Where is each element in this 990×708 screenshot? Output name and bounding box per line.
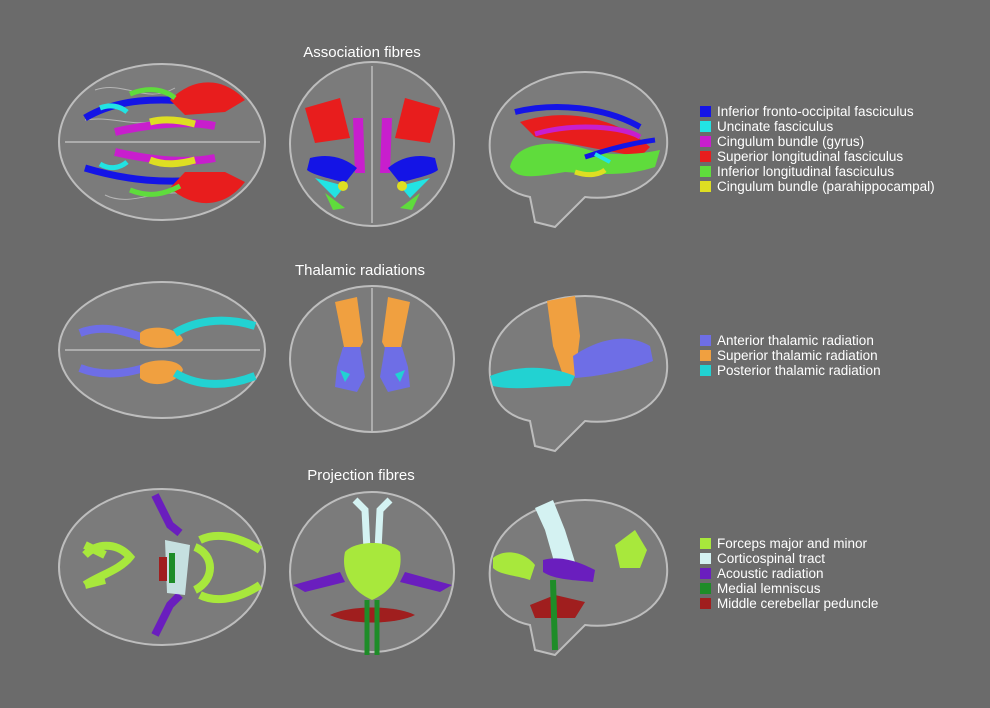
legend-label: Acoustic radiation [717, 566, 824, 581]
legend-item: Acoustic radiation [700, 566, 878, 581]
legend-swatch [700, 365, 711, 376]
legend-label: Uncinate fasciculus [717, 119, 834, 134]
legend-swatch [700, 538, 711, 549]
thalamic-axial-brain [58, 281, 266, 419]
association-sagittal-brain [488, 70, 669, 229]
legend-swatch [700, 583, 711, 594]
thalamic-sagittal-brain [488, 294, 669, 453]
section-title-thalamic: Thalamic radiations [294, 262, 426, 279]
legend-swatch [700, 166, 711, 177]
legend-swatch [700, 598, 711, 609]
section-title-association: Association fibres [303, 44, 421, 61]
legend-item: Superior longitudinal fasciculus [700, 149, 935, 164]
projection-coronal-brain [289, 491, 455, 655]
legend-swatch [700, 350, 711, 361]
legend-item: Cingulum bundle (gyrus) [700, 134, 935, 149]
legend-item: Anterior thalamic radiation [700, 333, 881, 348]
projection-axial-brain [58, 488, 266, 646]
legend-swatch [700, 151, 711, 162]
legend-swatch [700, 136, 711, 147]
legend-swatch [700, 568, 711, 579]
legend-swatch [700, 335, 711, 346]
legend-label: Inferior longitudinal fasciculus [717, 164, 895, 179]
legend-label: Middle cerebellar peduncle [717, 596, 879, 611]
thalamic-coronal-brain [289, 285, 455, 433]
legend-item: Corticospinal tract [700, 551, 878, 566]
legend-item: Forceps major and minor [700, 536, 878, 551]
legend-label: Forceps major and minor [717, 536, 868, 551]
legend-label: Posterior thalamic radiation [717, 363, 881, 378]
projection-legend: Forceps major and minor Corticospinal tr… [700, 536, 878, 611]
legend-item: Cingulum bundle (parahippocampal) [700, 179, 935, 194]
thalamic-legend: Anterior thalamic radiation Superior tha… [700, 333, 881, 378]
legend-item: Middle cerebellar peduncle [700, 596, 878, 611]
legend-item: Inferior longitudinal fasciculus [700, 164, 935, 179]
legend-swatch [700, 181, 711, 192]
legend-item: Posterior thalamic radiation [700, 363, 881, 378]
legend-label: Anterior thalamic radiation [717, 333, 874, 348]
legend-label: Superior longitudinal fasciculus [717, 149, 904, 164]
legend-swatch [700, 121, 711, 132]
legend-label: Cingulum bundle (gyrus) [717, 134, 865, 149]
legend-label: Superior thalamic radiation [717, 348, 878, 363]
association-axial-brain [58, 63, 266, 221]
legend-swatch [700, 106, 711, 117]
association-coronal-brain [289, 61, 455, 227]
legend-item: Medial lemniscus [700, 581, 878, 596]
legend-label: Inferior fronto-occipital fasciculus [717, 104, 914, 119]
projection-sagittal-brain [488, 498, 669, 657]
legend-swatch [700, 553, 711, 564]
legend-item: Superior thalamic radiation [700, 348, 881, 363]
legend-item: Inferior fronto-occipital fasciculus [700, 104, 935, 119]
legend-item: Uncinate fasciculus [700, 119, 935, 134]
association-legend: Inferior fronto-occipital fasciculus Unc… [700, 104, 935, 194]
legend-label: Medial lemniscus [717, 581, 821, 596]
legend-label: Corticospinal tract [717, 551, 826, 566]
section-title-projection: Projection fibres [307, 467, 415, 484]
legend-label: Cingulum bundle (parahippocampal) [717, 179, 935, 194]
